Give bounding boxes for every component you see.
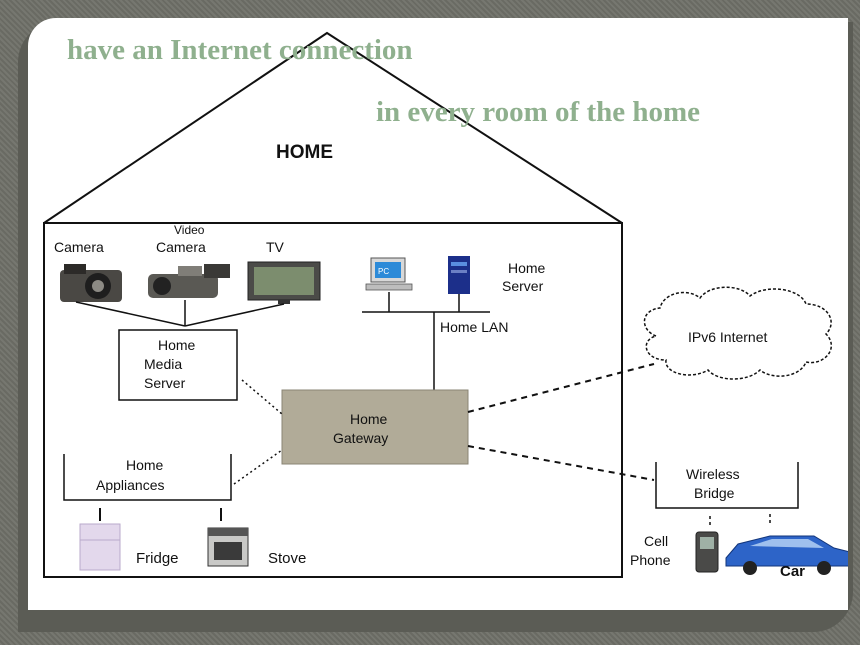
video-camera-label-line1: Video bbox=[174, 223, 205, 237]
home-server-icon bbox=[448, 256, 470, 294]
stove-icon bbox=[207, 527, 249, 567]
fridge-label: Fridge bbox=[136, 550, 179, 567]
home-server-label-line1: Home bbox=[508, 260, 546, 276]
slide: HOME Camera Video Camera TV bbox=[28, 18, 848, 610]
car-label: Car bbox=[780, 563, 805, 580]
car-icon bbox=[725, 535, 848, 575]
home-lan-label: Home LAN bbox=[440, 319, 508, 335]
home-network-diagram: HOME Camera Video Camera TV bbox=[43, 31, 848, 580]
internet-label: IPv6 Internet bbox=[688, 329, 767, 345]
gateway-label-line2: Gateway bbox=[333, 430, 388, 446]
tv-icon bbox=[247, 261, 321, 304]
home-server-label-line2: Server bbox=[502, 278, 544, 294]
media-server-label-line1: Home bbox=[158, 337, 196, 353]
house-outline bbox=[43, 222, 623, 578]
wireless-label-line2: Bridge bbox=[694, 485, 735, 501]
appliances-label-line2: Appliances bbox=[96, 477, 165, 493]
internet-cloud bbox=[643, 286, 833, 380]
pc-icon: PC bbox=[365, 257, 413, 291]
video-camera-icon bbox=[148, 264, 230, 298]
pc-screen-label: PC bbox=[378, 267, 389, 276]
video-camera-label-line2: Camera bbox=[156, 239, 206, 255]
house-roof bbox=[43, 31, 623, 224]
wireless-bridge-bracket bbox=[655, 462, 799, 509]
camera-icon bbox=[60, 264, 122, 302]
fridge-icon bbox=[79, 523, 121, 571]
caption-line-2: in every room of the home bbox=[376, 96, 701, 128]
home-media-server-box bbox=[118, 329, 238, 401]
wireless-label-line1: Wireless bbox=[686, 466, 740, 482]
media-server-label-line2: Media bbox=[144, 356, 182, 372]
stove-label: Stove bbox=[268, 550, 306, 567]
cell-phone-icon bbox=[695, 531, 719, 573]
caption-line-1: have an Internet connection bbox=[67, 34, 413, 66]
camera-label: Camera bbox=[54, 239, 104, 255]
home-label: HOME bbox=[276, 142, 333, 163]
home-appliances-bracket bbox=[63, 454, 232, 501]
appliances-label-line1: Home bbox=[126, 457, 164, 473]
gateway-bridge-link bbox=[467, 445, 655, 481]
cell-phone-label-line1: Cell bbox=[644, 533, 668, 549]
gateway-label-line1: Home bbox=[350, 411, 388, 427]
tv-label: TV bbox=[266, 239, 285, 255]
home-gateway-box bbox=[281, 389, 469, 465]
media-server-label-line3: Server bbox=[144, 375, 186, 391]
cell-phone-label-line2: Phone bbox=[630, 552, 671, 568]
gateway-internet-link bbox=[467, 363, 655, 413]
